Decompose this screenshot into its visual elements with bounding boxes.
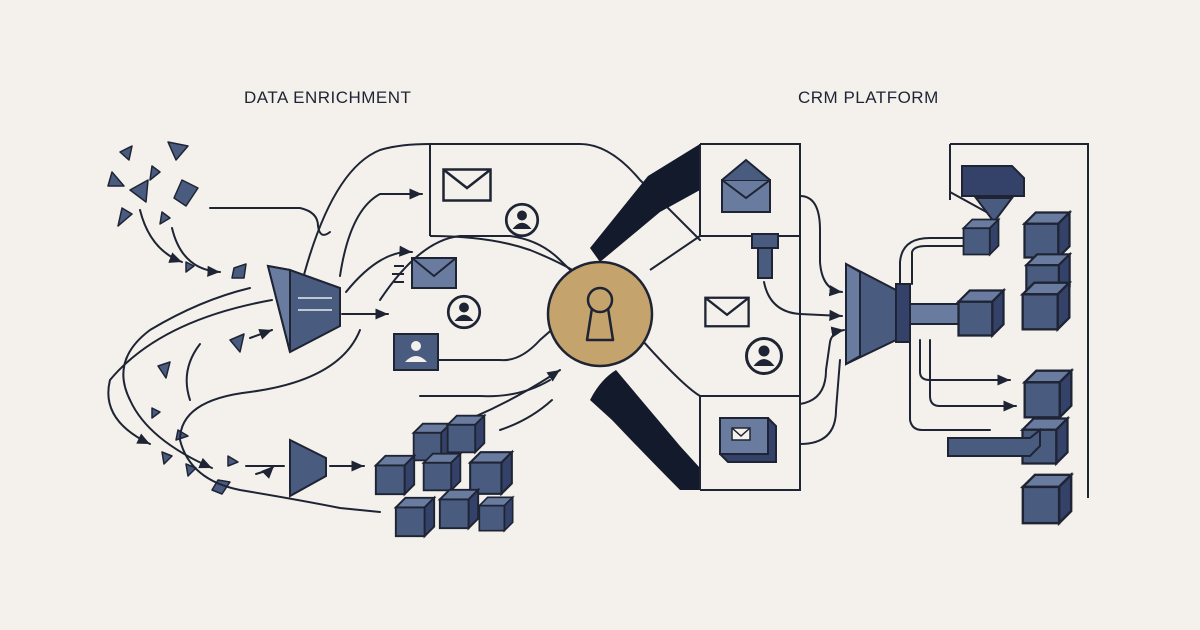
flow-line <box>122 287 251 469</box>
flow-line <box>899 237 965 285</box>
flow-line <box>929 339 1017 412</box>
flow-line <box>499 399 553 431</box>
cube-icon <box>957 289 1005 337</box>
flow-line <box>949 191 991 215</box>
user-card-icon <box>393 333 439 371</box>
right-flow-lines <box>763 191 1017 445</box>
flow-line <box>249 329 273 340</box>
shard-icons <box>107 141 247 495</box>
flow-line <box>185 343 201 401</box>
cube-icon <box>469 451 513 495</box>
crm-funnel-icon <box>845 262 971 366</box>
crm-frame <box>949 143 1089 498</box>
flow-line <box>799 326 845 405</box>
cube-icon <box>438 488 480 530</box>
shard-icon <box>151 407 161 419</box>
envelope-icon <box>721 158 771 213</box>
cube-icon <box>446 414 486 454</box>
cube-icon <box>374 454 416 496</box>
shard-icon <box>227 455 239 467</box>
tag-icon <box>961 165 1025 224</box>
funnel-icon <box>266 264 341 354</box>
shard-icon <box>167 141 189 161</box>
user-icon <box>504 202 540 238</box>
flow-line <box>171 227 221 277</box>
cube-icon <box>1021 281 1071 331</box>
shard-icon <box>107 171 125 187</box>
crm-panel <box>699 143 801 491</box>
flow-line <box>799 195 843 297</box>
flow-line <box>339 188 423 277</box>
shard-icon <box>117 207 133 227</box>
shard-icon <box>161 451 173 465</box>
shard-icon <box>149 165 161 181</box>
cube-icon <box>478 496 514 532</box>
envelope-icon <box>704 296 750 328</box>
flow-line <box>255 465 275 479</box>
flow-line <box>909 339 991 431</box>
cube-icon <box>1023 211 1071 259</box>
shard-icon <box>185 463 197 477</box>
flow-line <box>919 339 1011 386</box>
flow-line <box>419 379 551 398</box>
small-funnel-icon <box>289 438 327 498</box>
user-icon <box>745 337 783 375</box>
tray-icon <box>719 417 777 463</box>
shard-icon <box>173 179 199 207</box>
shard-icon <box>231 263 247 279</box>
flow-line <box>107 299 273 445</box>
central-bands <box>590 144 700 490</box>
flow-line <box>911 245 965 285</box>
data-enrichment-label: DATA ENRICHMENT <box>244 88 412 107</box>
shard-icon <box>119 145 133 161</box>
speed-lines <box>392 265 404 283</box>
cube-icon <box>394 496 436 538</box>
shard-icon <box>157 361 171 379</box>
bar-icon <box>947 427 1041 457</box>
flow-line <box>178 329 381 513</box>
shard-icon <box>129 179 149 203</box>
keyhole-icon <box>546 260 654 368</box>
crm-platform-label: CRM PLATFORM <box>798 88 939 107</box>
shard-icon <box>175 429 189 441</box>
flow-line <box>209 207 331 236</box>
flow-line <box>799 359 841 445</box>
cube-icon <box>1021 473 1073 525</box>
shard-icon <box>159 211 171 225</box>
user-icon <box>446 294 482 330</box>
shard-icon <box>185 261 195 273</box>
envelope-icon <box>442 168 492 202</box>
cube-icon <box>1023 369 1073 419</box>
envelope-icon <box>411 257 457 289</box>
flow-line <box>139 209 183 263</box>
connector-icon <box>751 233 779 279</box>
crm-cubes <box>957 211 1073 525</box>
flow-line <box>345 245 413 293</box>
shard-icon <box>229 333 245 353</box>
cube-icon <box>422 452 462 492</box>
flow-line <box>299 143 701 291</box>
flow-line <box>399 325 557 362</box>
cube-icon <box>962 218 1000 256</box>
flow-line <box>763 281 843 321</box>
cube-cluster <box>374 414 514 538</box>
